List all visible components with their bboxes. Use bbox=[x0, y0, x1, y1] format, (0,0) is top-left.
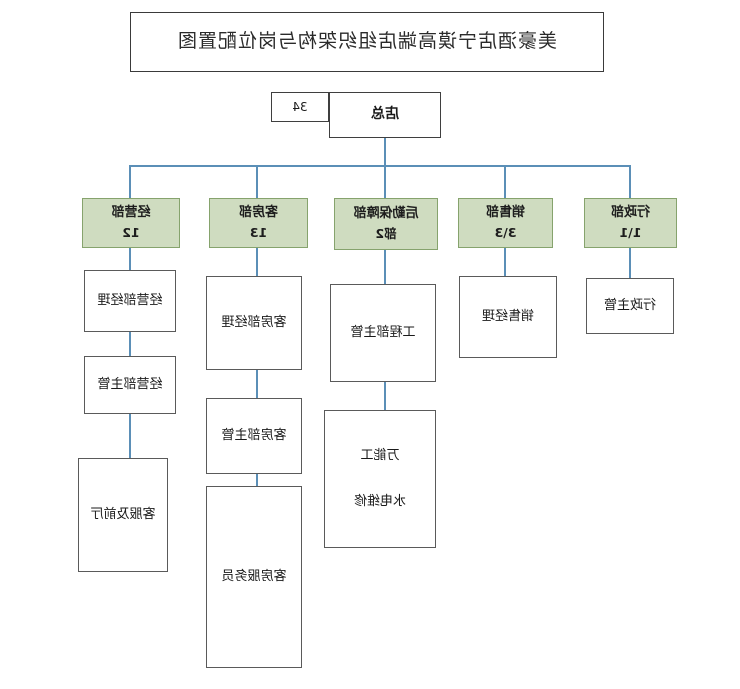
department-box-1[interactable]: 销售部 3\3 bbox=[458, 198, 553, 248]
connector-dept-1-to-pos-0 bbox=[504, 248, 506, 276]
department-name-1: 销售部 bbox=[486, 205, 526, 221]
position-box-2-1[interactable]: 万能工 水电维修 bbox=[324, 410, 436, 548]
chart-title-box: 美豪酒店宁谟高端店组织架构与岗位配置图 bbox=[130, 12, 604, 72]
position-box-3-1[interactable]: 客房部主管 bbox=[206, 398, 302, 474]
connector-pos-3-0-to-3-1 bbox=[256, 370, 258, 398]
department-count-3: 13 bbox=[249, 225, 268, 241]
department-box-0[interactable]: 行政部 1\1 bbox=[584, 198, 677, 248]
connector-drop-dept-2 bbox=[384, 165, 386, 198]
position-label-4-2-0: 客服及前厅 bbox=[90, 506, 156, 522]
position-label-2-0-0: 工程部主管 bbox=[350, 324, 416, 340]
department-box-4[interactable]: 经营部 12 bbox=[82, 198, 180, 248]
connector-drop-dept-4 bbox=[129, 165, 131, 198]
root-node-label: 店总 bbox=[371, 106, 399, 123]
position-label-2-1-1: 水电维修 bbox=[354, 494, 407, 509]
position-box-4-0[interactable]: 经营部经理 bbox=[84, 270, 176, 332]
position-label-0-0-0: 行政主管 bbox=[604, 297, 657, 313]
department-count-0: 1\1 bbox=[619, 225, 642, 241]
connector-dept-0-to-pos-0 bbox=[629, 248, 631, 278]
position-box-2-0[interactable]: 工程部主管 bbox=[330, 284, 436, 382]
department-box-3[interactable]: 客房部 13 bbox=[209, 198, 308, 248]
position-label-3-1-0: 客房部主管 bbox=[221, 427, 287, 443]
connector-root-stem bbox=[384, 138, 386, 166]
position-label-3-0-0: 客房部经理 bbox=[221, 314, 287, 330]
root-headcount-value: 34 bbox=[292, 99, 308, 114]
department-count-1: 3\3 bbox=[494, 225, 517, 241]
connector-horizontal-bus bbox=[130, 165, 631, 167]
connector-dept-3-to-pos-0 bbox=[256, 248, 258, 276]
position-label-3-2-0: 客房服务员 bbox=[221, 568, 287, 584]
root-node-store-general-manager[interactable]: 店总 bbox=[329, 92, 441, 138]
position-box-4-1[interactable]: 经营部主管 bbox=[84, 356, 176, 414]
connector-pos-4-0-to-4-1 bbox=[129, 332, 131, 356]
position-label-1-0-0: 销售经理 bbox=[482, 308, 535, 324]
department-count-4: 12 bbox=[122, 225, 140, 241]
root-headcount-box: 34 bbox=[271, 92, 329, 122]
chart-title-text: 美豪酒店宁谟高端店组织架构与岗位配置图 bbox=[177, 30, 558, 53]
department-name-0: 行政部 bbox=[611, 205, 651, 221]
position-box-4-2[interactable]: 客服及前厅 bbox=[78, 458, 168, 572]
position-box-1-0[interactable]: 销售经理 bbox=[459, 276, 557, 358]
position-label-4-1-0: 经营部主管 bbox=[97, 376, 163, 392]
position-box-3-2[interactable]: 客房服务员 bbox=[206, 486, 302, 668]
connector-drop-dept-0 bbox=[629, 165, 631, 198]
department-name-4: 经营部 bbox=[111, 205, 151, 221]
department-count-2: 部2 bbox=[375, 226, 397, 242]
department-name-3: 客房部 bbox=[239, 205, 279, 221]
connector-pos-4-1-to-4-2 bbox=[129, 414, 131, 458]
connector-dept-4-to-pos-0 bbox=[129, 248, 131, 270]
connector-drop-dept-1 bbox=[504, 165, 506, 198]
position-label-4-0-0: 经营部经理 bbox=[97, 292, 163, 308]
position-box-3-0[interactable]: 客房部经理 bbox=[206, 276, 302, 370]
department-box-2[interactable]: 后勤保障部 部2 bbox=[334, 198, 438, 250]
connector-drop-dept-3 bbox=[256, 165, 258, 198]
position-label-2-1-0: 万能工 bbox=[360, 447, 400, 463]
connector-pos-3-1-to-3-2 bbox=[256, 474, 258, 486]
department-name-2: 后勤保障部 bbox=[353, 206, 419, 222]
position-box-0-0[interactable]: 行政主管 bbox=[586, 278, 674, 334]
connector-pos-2-0-to-2-1 bbox=[384, 382, 386, 410]
connector-dept-2-to-pos-0 bbox=[384, 250, 386, 284]
